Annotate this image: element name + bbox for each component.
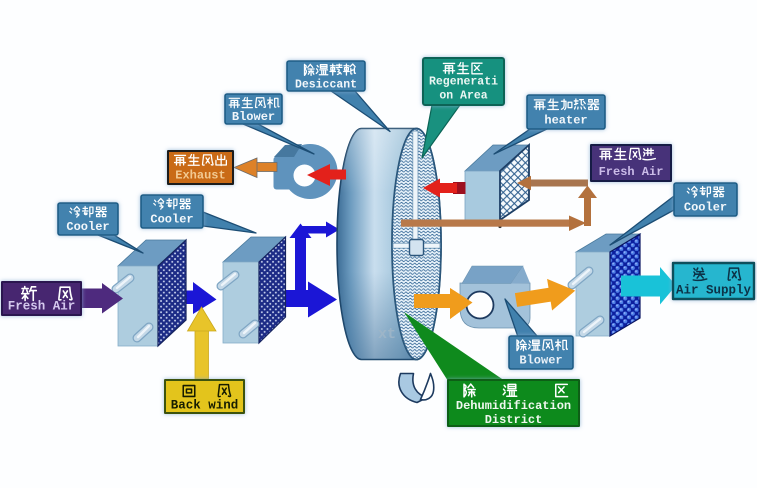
- svg-text:Air Supply: Air Supply: [676, 284, 752, 298]
- svg-text:Fresh Air: Fresh Air: [599, 165, 664, 179]
- svg-text:Regenerati: Regenerati: [429, 76, 498, 89]
- svg-text:Exhaust: Exhaust: [175, 169, 225, 183]
- svg-text:Cooler: Cooler: [150, 213, 193, 227]
- svg-text:Back wind: Back wind: [171, 399, 239, 413]
- svg-text:on Area: on Area: [439, 90, 487, 103]
- svg-text:heater: heater: [544, 114, 587, 128]
- svg-text:Dehumidification: Dehumidification: [456, 399, 571, 413]
- svg-text:Cooler: Cooler: [66, 220, 109, 234]
- svg-text:xt: xt: [378, 326, 396, 343]
- svg-text:Desiccant: Desiccant: [295, 79, 357, 92]
- svg-text:Blower: Blower: [232, 110, 275, 124]
- svg-text:Fresh Air: Fresh Air: [8, 300, 76, 314]
- svg-text:District: District: [485, 413, 543, 427]
- svg-text:Blower: Blower: [519, 354, 562, 368]
- svg-text:Cooler: Cooler: [684, 201, 727, 215]
